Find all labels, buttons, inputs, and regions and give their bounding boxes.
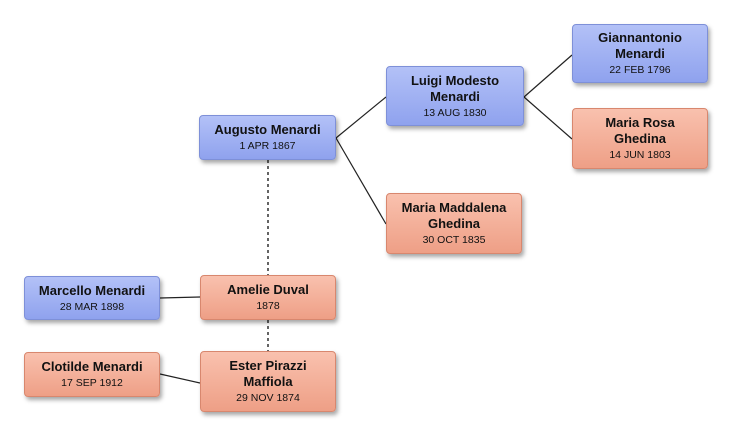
- person-augusto-menardi[interactable]: Augusto Menardi 1 APR 1867: [199, 115, 336, 160]
- person-name: Augusto Menardi: [214, 122, 321, 137]
- person-date: 28 MAR 1898: [59, 300, 125, 313]
- person-name: Luigi Modesto Menardi: [410, 72, 500, 104]
- person-name: Maria Maddalena Ghedina: [401, 200, 507, 231]
- link-marcello-amelie: [159, 296, 201, 299]
- person-name: Giannantonio Menardi: [598, 30, 682, 61]
- person-maria-maddalena-ghedina[interactable]: Maria Maddalena Ghedina 30 OCT 1835: [386, 193, 522, 254]
- link-luigi-maria-rosa: [523, 96, 573, 140]
- person-name: Maria Rosa Ghedina: [605, 115, 675, 146]
- person-clotilde-menardi[interactable]: Clotilde Menardi 17 SEP 1912: [24, 352, 160, 397]
- link-luigi-giannantonio: [523, 54, 573, 98]
- person-date: 1878: [256, 300, 280, 312]
- person-maria-rosa-ghedina[interactable]: Maria Rosa Ghedina 14 JUN 1803: [572, 108, 708, 169]
- person-date: 13 AUG 1830: [423, 106, 487, 119]
- person-giannantonio-menardi[interactable]: Giannantonio Menardi 22 FEB 1796: [572, 24, 708, 83]
- person-amelie-duval[interactable]: Amelie Duval 1878: [200, 275, 336, 320]
- link-augusto-maria-maddalena: [335, 137, 387, 225]
- person-ester-pirazzi-maffiola[interactable]: Ester Pirazzi Maffiola 29 NOV 1874: [200, 351, 336, 412]
- person-name: Ester Pirazzi Maffiola: [229, 358, 307, 389]
- person-name: Marcello Menardi: [38, 282, 146, 298]
- person-date: 14 JUN 1803: [609, 149, 671, 161]
- person-date: 29 NOV 1874: [236, 392, 300, 404]
- person-marcello-menardi[interactable]: Marcello Menardi 28 MAR 1898: [24, 276, 160, 320]
- person-date: 30 OCT 1835: [422, 234, 486, 246]
- person-name: Clotilde Menardi: [41, 359, 143, 374]
- person-date: 1 APR 1867: [239, 140, 296, 152]
- link-clotilde-ester: [159, 373, 201, 384]
- link-augusto-luigi: [335, 96, 387, 139]
- person-date: 17 SEP 1912: [61, 377, 123, 389]
- person-date: 22 FEB 1796: [609, 64, 671, 76]
- person-name: Amelie Duval: [227, 282, 309, 297]
- person-luigi-modesto-menardi[interactable]: Luigi Modesto Menardi 13 AUG 1830: [386, 66, 524, 126]
